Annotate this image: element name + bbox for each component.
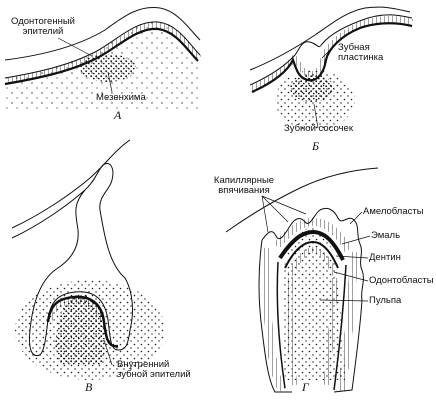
panel-letter-a: А (114, 108, 122, 122)
label-odontogenic-epithelium-line1: Одонтогенный (11, 16, 75, 27)
label-pulp: Пульпа (369, 295, 402, 306)
label-ameloblasts: Амелобласты (363, 206, 424, 217)
label-capillary-invaginations-line2: впячивания (218, 185, 270, 196)
label-odontogenic-epithelium-line2: эпителий (22, 26, 64, 37)
label-inner-dental-epithelium-line1: Внутренний (117, 359, 170, 370)
label-dental-lamina: Зубная пластинка (338, 43, 383, 63)
label-capillary-invaginations: Капиллярные впячивания (207, 176, 281, 196)
label-dentin: Дентин (369, 252, 401, 263)
label-inner-dental-epithelium-line2: зубной эпителий (117, 369, 191, 380)
label-odontoblasts: Одонтобласты (369, 275, 434, 286)
label-enamel: Эмаль (371, 230, 401, 241)
panel-letter-g: Г (302, 380, 309, 394)
panel-letter-v: В (85, 380, 93, 394)
label-capillary-invaginations-line1: Капиллярные (213, 175, 275, 186)
panel-b-drawing (249, 6, 413, 130)
panel-a-drawing (4, 6, 202, 112)
panel-letter-b: Б (312, 139, 320, 153)
label-dental-papilla: Зубной сосочек (284, 123, 353, 134)
panel-g-drawing (225, 167, 379, 394)
label-dental-lamina-line1: Зубная (338, 42, 370, 53)
label-dental-lamina-line2: пластинка (338, 52, 384, 63)
label-mesenchyme: Мезенхима (96, 92, 146, 103)
panel-v-drawing (11, 139, 165, 380)
label-odontogenic-epithelium: Одонтогенный эпителий (4, 17, 82, 37)
label-inner-dental-epithelium: Внутренний зубной эпителий (117, 360, 191, 380)
